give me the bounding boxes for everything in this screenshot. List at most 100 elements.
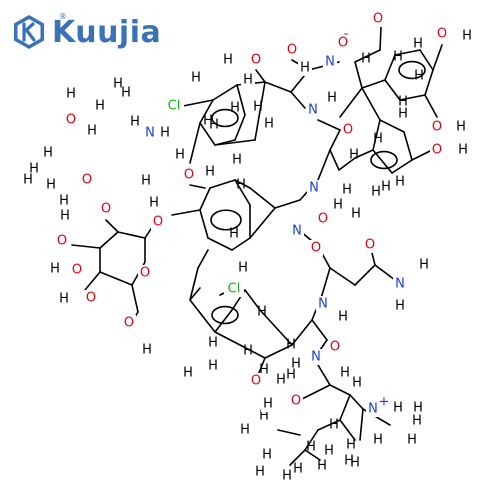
- ring-circle-0: [398, 60, 426, 80]
- bond-40: [329, 129, 341, 151]
- atom-n-amide-mid: N: [308, 103, 318, 118]
- bond-33: [234, 114, 246, 141]
- implicit-hydrogen-23: H: [229, 227, 239, 242]
- atom-label-bg-h-oh-mid-right-2: [456, 142, 470, 158]
- bond-94: [329, 384, 351, 396]
- atom-o-amide-side: O: [365, 238, 375, 253]
- bond-39: [317, 119, 341, 131]
- implicit-hydrogen-66: H: [344, 454, 354, 469]
- atom-o-glycoside: O: [101, 202, 111, 217]
- implicit-hydrogen-52: H: [407, 433, 417, 448]
- atom-label-bg-o-carboxylate-1: [336, 35, 350, 51]
- atom-label-bg-oh-mid-right-2: [430, 142, 444, 158]
- bond-56: [189, 184, 206, 189]
- implicit-hydrogen-62: H: [282, 469, 292, 484]
- bond-1: [379, 26, 382, 51]
- bond-13: [361, 87, 381, 121]
- implicit-hydrogen-64: H: [324, 444, 334, 459]
- atom-o-sugar-ring-1: O: [82, 173, 92, 188]
- atom-h-sugar2-oh-1: H: [60, 209, 70, 224]
- bond-93: [317, 364, 331, 386]
- implicit-hydrogen-47: H: [340, 366, 350, 381]
- atom-o-amide-lower: O: [330, 340, 340, 355]
- atom-o-hydroxy-top: O: [251, 53, 261, 68]
- atom-label-bg-o-amide-side: [363, 237, 377, 253]
- atom-label-bg-o-amide-mid: [341, 122, 355, 138]
- ring-circle-1: [370, 150, 398, 170]
- atom-label-bg-o-sugar-oh: [64, 112, 78, 128]
- bond-66: [84, 271, 101, 291]
- atom-label-bg-n-amide-mid: [306, 102, 320, 118]
- bond-41: [329, 149, 340, 171]
- atom-h-sugar2-oh-3: H: [59, 292, 69, 307]
- bond-58: [117, 231, 146, 239]
- bond-101: [304, 449, 321, 461]
- implicit-hydrogen-61: H: [259, 409, 269, 424]
- bond-0: [354, 49, 381, 63]
- bond-102: [339, 419, 356, 441]
- atom-o-sugar2-oh-3: O: [86, 291, 96, 306]
- atom-label-bg-o-sugar2-ch2oh: [122, 315, 136, 331]
- implicit-hydrogen-63: H: [255, 465, 265, 480]
- implicit-hydrogen-37: H: [208, 336, 218, 351]
- bond-37: [214, 139, 256, 146]
- implicit-hydrogen-43: H: [243, 344, 253, 359]
- bond-31: [199, 122, 216, 146]
- atom-label-bg-o-hydroxy-bottom: [249, 373, 263, 389]
- bond-4: [384, 54, 396, 81]
- bond-29: [212, 84, 238, 101]
- implicit-hydrogen-11: H: [351, 207, 361, 222]
- bond-105: [277, 429, 301, 436]
- implicit-hydrogen-20: H: [175, 148, 185, 163]
- atom-label-bg-o-amide-center-2: [309, 240, 323, 256]
- implicit-hydrogen-32: H: [43, 146, 53, 161]
- implicit-hydrogen-2: H: [413, 37, 423, 52]
- implicit-hydrogen-38: H: [183, 366, 193, 381]
- atom-label-bg-o-hydroxy-top: [249, 52, 263, 68]
- implicit-hydrogen-26: H: [121, 86, 131, 101]
- atom-label-bg-h-amine-side-2: [393, 298, 407, 314]
- ring-circle-4: [211, 305, 239, 325]
- implicit-hydrogen-56: H: [329, 418, 339, 433]
- bond-87: [197, 249, 209, 269]
- logo-text: Kuujia: [52, 14, 162, 50]
- bond-46: [234, 179, 251, 189]
- bond-65: [99, 271, 133, 286]
- bond-11: [424, 94, 438, 118]
- bond-104: [359, 408, 364, 441]
- atom-label-bg-n-amine-side: [393, 276, 407, 292]
- atom-label-bg-h-n-amide-mid: [325, 90, 339, 106]
- bond-36: [189, 122, 201, 164]
- bond-84: [189, 299, 216, 333]
- bond-12: [339, 87, 363, 118]
- atom-label-bg-o-glycoside: [99, 201, 113, 217]
- bond-80: [264, 344, 293, 359]
- implicit-hydrogen-30: H: [141, 174, 151, 189]
- atom-h-n-amide-lower: H: [338, 310, 348, 325]
- implicit-hydrogen-28: H: [130, 115, 140, 130]
- atom-label-bg-h-sugar2-ch2oh: [140, 342, 154, 358]
- implicit-hydrogen-40: H: [259, 363, 269, 378]
- kuujia-logo: ® Kuujia: [10, 12, 161, 52]
- bond-45: [249, 187, 276, 209]
- bond-16: [391, 159, 413, 174]
- bond-74: [374, 264, 396, 281]
- atom-o-amide-bottom-2: O: [291, 394, 301, 409]
- implicit-hydrogen-19: H: [264, 117, 274, 132]
- implicit-hydrogen-16: H: [232, 153, 242, 168]
- atom-label-bg-h-n-amide-center: [331, 197, 345, 213]
- atom-label-bg-o-amide-bottom-2: [289, 393, 303, 409]
- implicit-hydrogen-51: H: [412, 414, 422, 429]
- atom-label-bg-n-amide-lower: [316, 296, 330, 312]
- ring-circle-2: [211, 108, 239, 128]
- atom-n-amide-top: N: [325, 55, 335, 70]
- atom-n-amide-lower: N: [318, 297, 328, 312]
- atom-label-bg-cl-bottom: [224, 281, 244, 297]
- implicit-hydrogen-1: H: [393, 50, 403, 65]
- atom-o-amide-top: O: [287, 43, 297, 58]
- atom-o-hydroxy-bottom: O: [251, 374, 261, 389]
- atom-label-bg-h-hydroxy-top-2: [241, 72, 255, 88]
- atom-label-bg-h-sugar2-oh-2: [48, 261, 62, 277]
- bond-95: [349, 394, 364, 410]
